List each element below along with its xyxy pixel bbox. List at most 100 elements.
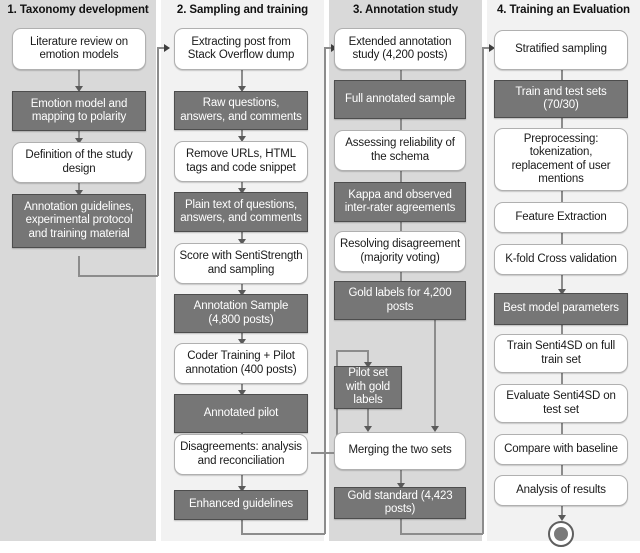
node-label: Definition of the study design <box>25 149 133 175</box>
connector-enhanced-enter <box>324 47 334 49</box>
node-evaluate-senti4sd[interactable]: Evaluate Senti4SD on test set <box>494 384 628 423</box>
node-study-design[interactable]: Definition of the study design <box>12 142 146 183</box>
swimlane-1-title: 1. Taxonomy development <box>7 4 149 16</box>
arrowhead-c2-6-7 <box>237 339 246 345</box>
node-disagreements[interactable]: Disagreements: analysis and reconciliati… <box>174 434 308 475</box>
node-annotated-pilot[interactable]: Annotated pilot <box>174 394 308 433</box>
node-compare-baseline[interactable]: Compare with baseline <box>494 434 628 465</box>
node-label: Annotated pilot <box>203 406 279 419</box>
node-label: Emotion model and mapping to polarity <box>30 97 128 124</box>
node-label: Merging the two sets <box>348 444 452 457</box>
node-emotion-model[interactable]: Emotion model and mapping to polarity <box>12 91 146 131</box>
arrowhead-c2-3-4 <box>237 188 246 194</box>
arrowhead-c2-7-8 <box>237 390 246 396</box>
connector-c4-9-10 <box>561 465 563 482</box>
connector-c2-9-10 <box>241 472 243 490</box>
arrowhead-c4-5-6 <box>557 289 566 295</box>
node-label: Enhanced guidelines <box>189 498 293 511</box>
node-merging-two-sets[interactable]: Merging the two sets <box>334 432 466 470</box>
node-label: Assessing reliability of the schema <box>345 137 455 163</box>
node-label: Resolving disagreement (majority voting) <box>339 238 461 264</box>
node-kappa-agreements[interactable]: Kappa and observed inter-rater agreement… <box>334 182 466 222</box>
node-full-annotated-sample[interactable]: Full annotated sample <box>334 80 466 119</box>
node-annotation-guidelines[interactable]: Annotation guidelines, experimental prot… <box>12 194 146 248</box>
arrowhead-c1-1-2 <box>74 86 83 92</box>
connector-c2-2-3 <box>241 121 243 140</box>
node-coder-training[interactable]: Coder Training + Pilot annotation (400 p… <box>174 343 308 384</box>
node-pilot-set-gold-labels[interactable]: Pilot set with gold labels <box>334 366 402 409</box>
node-preprocessing[interactable]: Preprocessing: tokenization, replacement… <box>494 128 628 191</box>
connector-c1-2-3 <box>78 122 80 142</box>
swimlane-4-title: 4. Training an Evaluation <box>497 4 630 16</box>
node-raw-questions[interactable]: Raw questions, answers, and comments <box>174 91 308 130</box>
connector-c1-to-c2-down <box>78 256 80 277</box>
final-state-node <box>548 521 574 547</box>
node-train-test-sets[interactable]: Train and test sets (70/30) <box>494 80 628 118</box>
node-label: Train Senti4SD on full train set <box>506 340 616 366</box>
connector-c1-to-c2-up <box>157 47 159 276</box>
node-label: Gold labels for 4,200 posts <box>348 287 452 313</box>
connector-enhanced-down <box>241 518 243 534</box>
node-resolving-disagreement[interactable]: Resolving disagreement (majority voting) <box>334 231 466 272</box>
connector-c4-2-3 <box>561 118 563 136</box>
connector-c4-4-5 <box>561 233 563 251</box>
connector-c4-5-6 <box>561 275 563 293</box>
connector-c4-7-8 <box>561 373 563 390</box>
node-label: Disagreements: analysis and reconciliati… <box>180 441 302 467</box>
arrowhead-c2-1-2 <box>237 86 246 92</box>
node-label: Analysis of results <box>516 483 606 496</box>
connector-c2-6-7 <box>241 324 243 343</box>
connector-merging-to-goldstandard <box>400 470 402 486</box>
connector-c1-to-c2-enter <box>157 47 167 49</box>
arrowhead-c2-4-5 <box>237 239 246 245</box>
node-enhanced-guidelines[interactable]: Enhanced guidelines <box>174 490 308 520</box>
node-gold-standard[interactable]: Gold standard (4,423 posts) <box>334 487 466 519</box>
arrowhead-c1-3-4 <box>74 190 83 196</box>
connector-enhanced-up <box>324 47 326 534</box>
node-label: Gold standard (4,423 posts) <box>347 489 453 516</box>
connector-c2-1-2 <box>241 70 243 90</box>
connector-c3-2-3 <box>400 118 402 137</box>
node-label: Compare with baseline <box>504 442 618 455</box>
node-extended-annotation-study[interactable]: Extended annotation study (4,200 posts) <box>334 28 466 70</box>
node-train-senti4sd[interactable]: Train Senti4SD on full train set <box>494 334 628 373</box>
node-kfold-cross-validation[interactable]: K-fold Cross validation <box>494 244 628 275</box>
node-feature-extraction[interactable]: Feature Extraction <box>494 202 628 233</box>
node-label: Extracting post from Stack Overflow dump <box>187 35 295 62</box>
final-state-inner-dot <box>554 527 568 541</box>
node-label: Score with SentiStrength and sampling <box>179 250 303 276</box>
node-score-sentistrength[interactable]: Score with SentiStrength and sampling <box>174 243 308 284</box>
node-literature-review[interactable]: Literature review on emotion models <box>12 28 146 70</box>
connector-c2-7-8 <box>241 375 243 394</box>
arrowhead-c1-to-c2 <box>164 43 170 52</box>
connector-c2-5-6 <box>241 275 243 294</box>
connector-c4-1-2 <box>561 70 563 89</box>
arrowhead-c4-10-end <box>557 515 566 521</box>
node-stratified-sampling[interactable]: Stratified sampling <box>494 30 628 70</box>
node-label: Annotation guidelines, experimental prot… <box>24 200 134 240</box>
connector-c4-3-4 <box>561 191 563 209</box>
connector-disagreements-top <box>336 350 368 352</box>
node-label: Kappa and observed inter-rater agreement… <box>344 188 456 215</box>
node-remove-urls[interactable]: Remove URLs, HTML tags and code snippet <box>174 141 308 182</box>
node-plain-text[interactable]: Plain text of questions, answers, and co… <box>174 192 308 232</box>
node-label: Remove URLs, HTML tags and code snippet <box>186 148 296 174</box>
arrowhead-goldlabels-to-merging <box>430 426 439 432</box>
connector-c4-10-end <box>561 506 563 519</box>
connector-c1-1-2 <box>78 70 80 90</box>
connector-disagreements-down-to-pilot <box>367 350 369 366</box>
node-annotation-sample[interactable]: Annotation Sample (4,800 posts) <box>174 294 308 333</box>
node-gold-labels[interactable]: Gold labels for 4,200 posts <box>334 281 466 320</box>
connector-c4-8-9 <box>561 423 563 440</box>
node-assessing-reliability[interactable]: Assessing reliability of the schema <box>334 130 466 171</box>
arrowhead-c1-2-3 <box>74 138 83 144</box>
node-best-model-parameters[interactable]: Best model parameters <box>494 293 628 325</box>
node-analysis-of-results[interactable]: Analysis of results <box>494 475 628 506</box>
connector-c2-4-5 <box>241 224 243 243</box>
node-label: Preprocessing: tokenization, replacement… <box>511 132 611 186</box>
node-extracting-posts[interactable]: Extracting post from Stack Overflow dump <box>174 28 308 70</box>
connector-c4-6-7 <box>561 325 563 341</box>
node-label: Annotation Sample (4,800 posts) <box>193 300 289 326</box>
arrowhead-to-pilot-set <box>364 362 372 368</box>
